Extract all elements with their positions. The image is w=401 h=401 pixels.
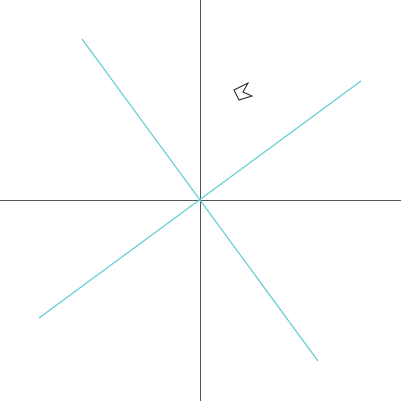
diagonal-line-shallow xyxy=(38,80,362,319)
arrow-cursor-icon xyxy=(233,81,254,101)
